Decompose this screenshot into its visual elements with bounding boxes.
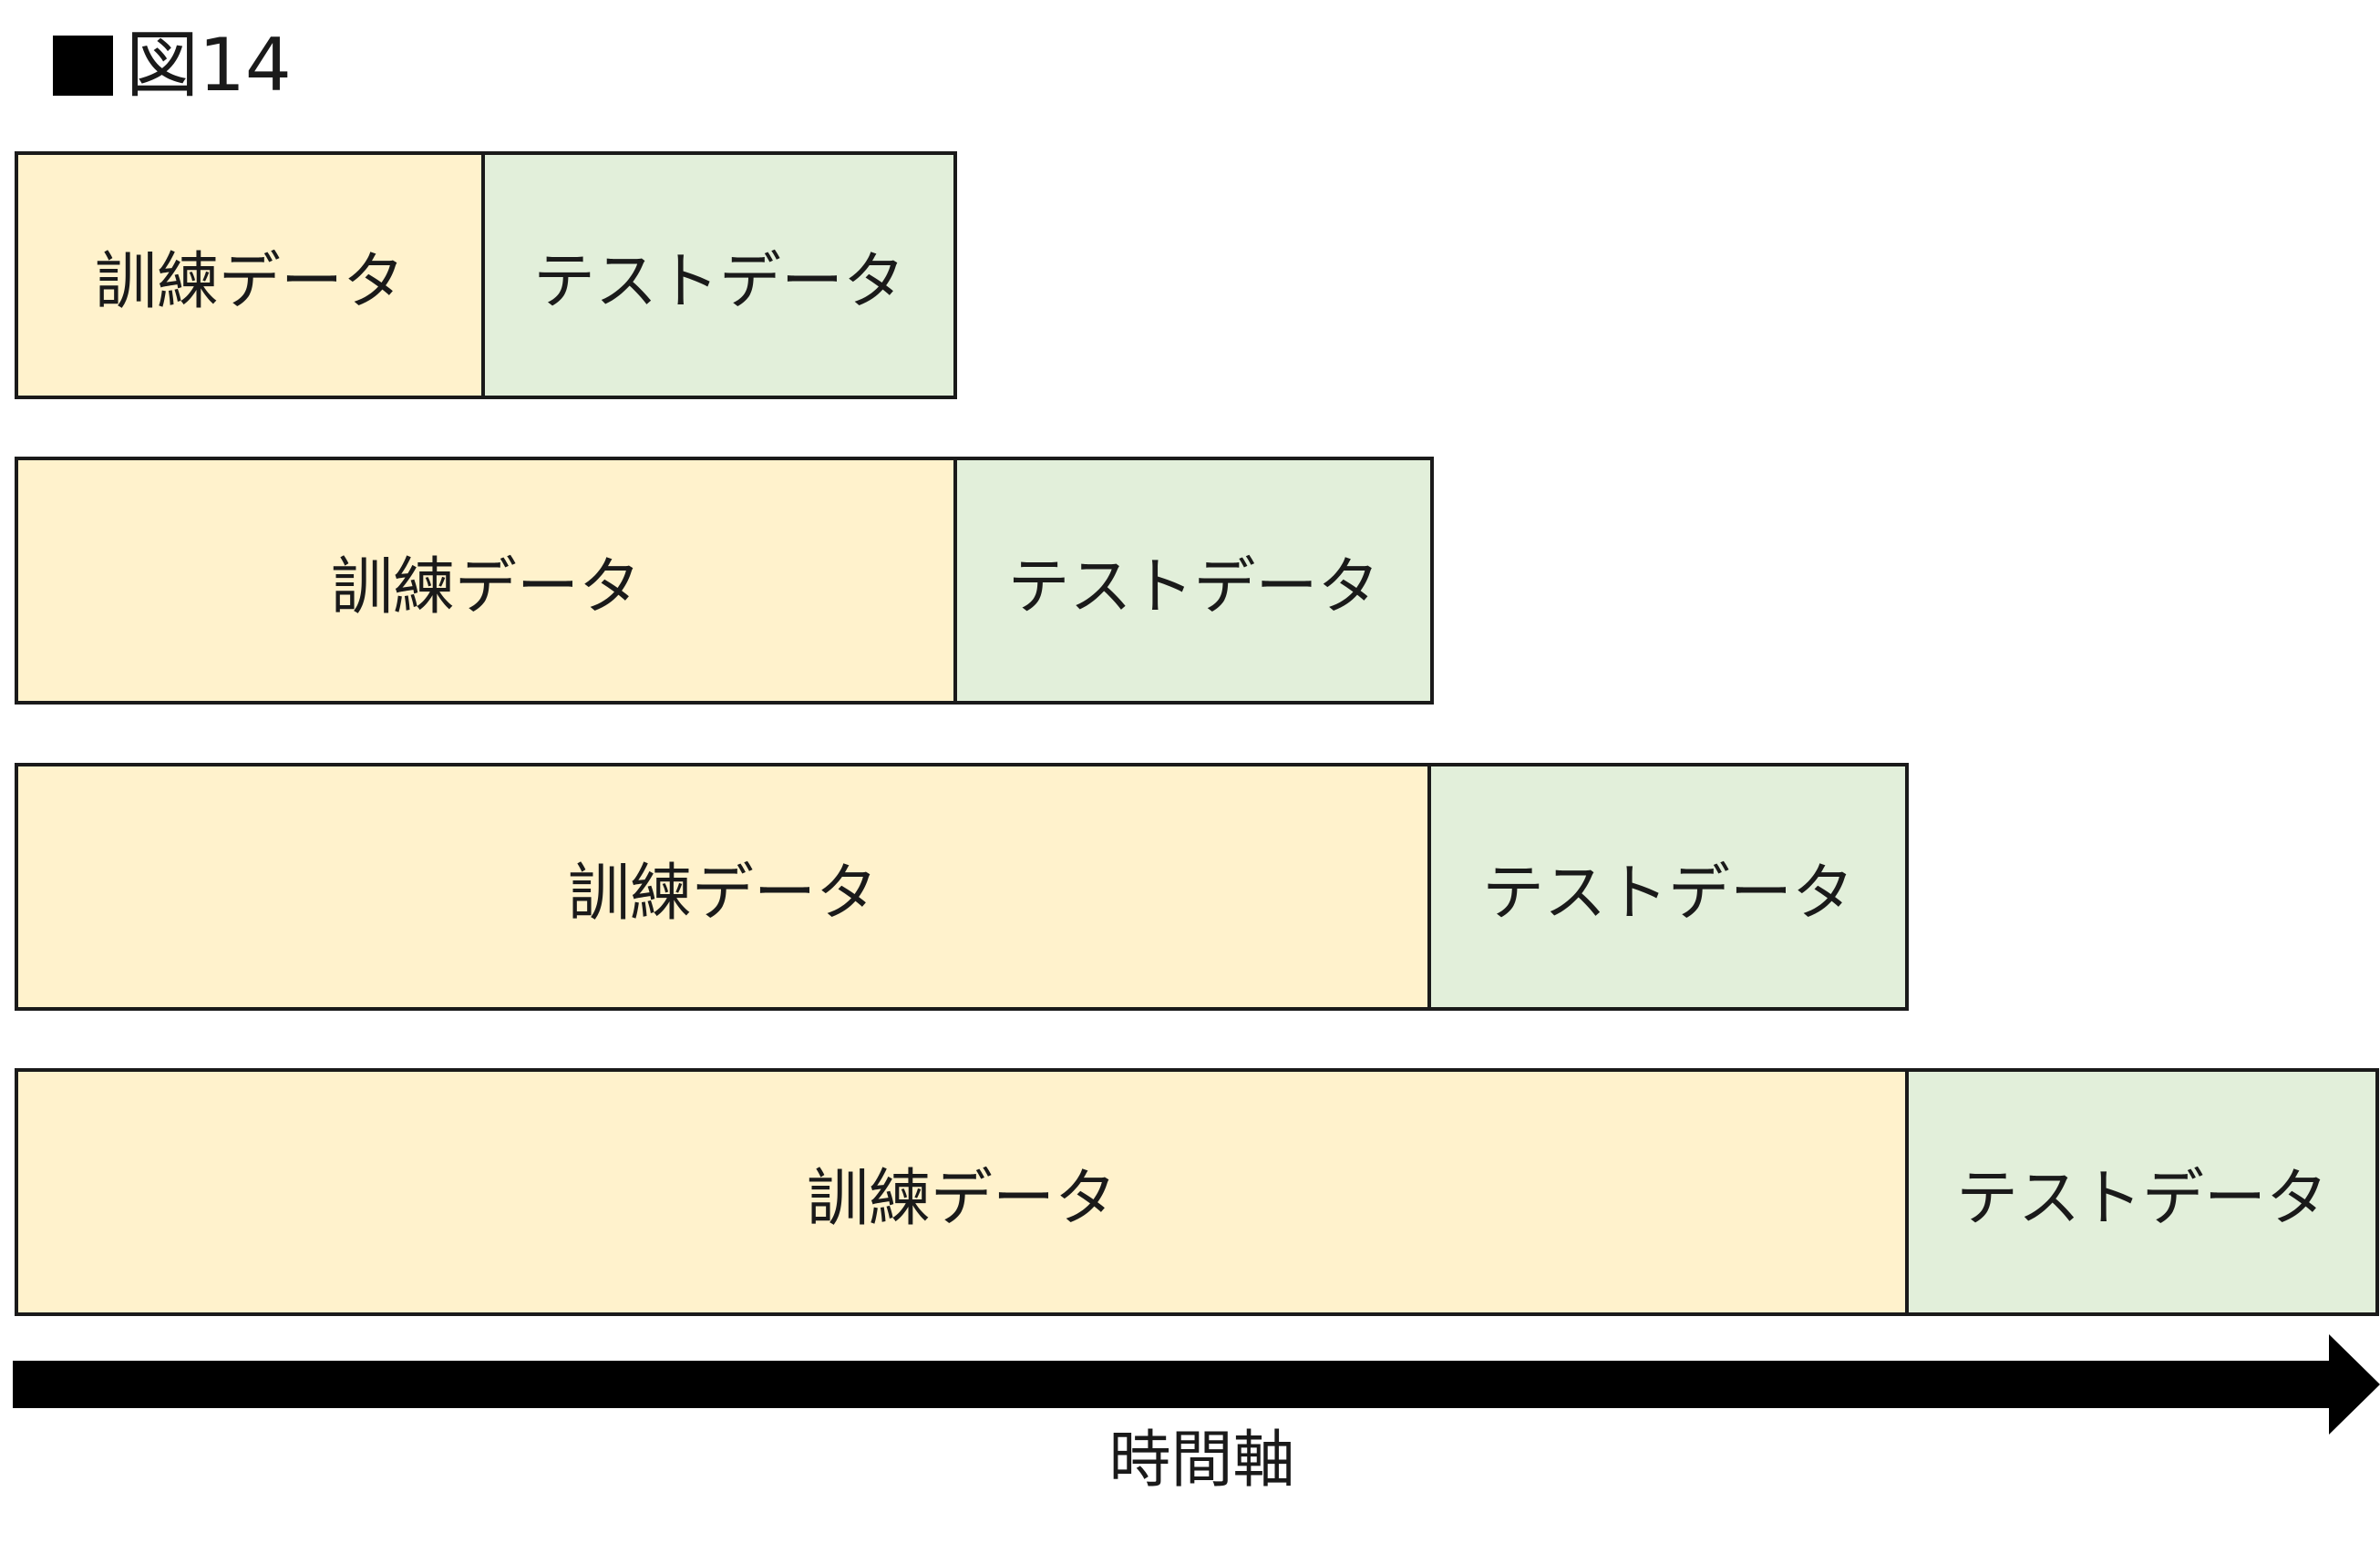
time-axis-arrow-icon xyxy=(13,1334,2380,1435)
train-data-block: 訓練データ xyxy=(15,151,485,399)
test-data-block: テストデータ xyxy=(485,151,957,399)
black-square-icon xyxy=(53,36,113,96)
split-row-4: 訓練データ テストデータ xyxy=(15,1068,2379,1316)
time-axis-label: 時間軸 xyxy=(1108,1425,1295,1497)
figure-title-text: 図14 xyxy=(126,23,292,108)
figure-title: 図14 xyxy=(53,20,292,111)
split-row-1: 訓練データ テストデータ xyxy=(15,151,957,399)
split-row-2: 訓練データ テストデータ xyxy=(15,457,1434,705)
split-row-3: 訓練データ テストデータ xyxy=(15,763,1909,1011)
test-data-block: テストデータ xyxy=(957,457,1434,705)
train-data-block: 訓練データ xyxy=(15,457,957,705)
test-data-block: テストデータ xyxy=(1909,1068,2379,1316)
test-data-block: テストデータ xyxy=(1431,763,1909,1011)
train-data-block: 訓練データ xyxy=(15,1068,1909,1316)
train-data-block: 訓練データ xyxy=(15,763,1431,1011)
